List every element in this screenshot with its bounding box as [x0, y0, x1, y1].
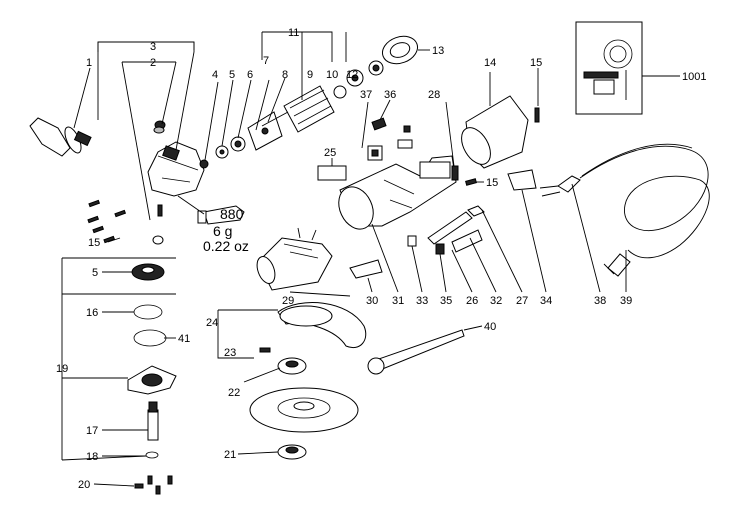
label-33: 33: [416, 295, 428, 307]
armature-bearing-parts: [346, 60, 384, 87]
bearing-cover-part: [382, 35, 418, 65]
label-5-left: 5: [92, 267, 98, 279]
label-25: 25: [324, 147, 336, 159]
label-12: 12: [346, 69, 358, 81]
grease-code-label: 880: [220, 206, 244, 222]
label-6: 6: [247, 69, 253, 81]
bearing-parts: [199, 136, 246, 169]
brush-holder-parts: [367, 117, 413, 161]
grease-weight-g-label: 6 g: [213, 223, 232, 239]
label-15-top: 15: [530, 57, 542, 69]
screws-part: [87, 199, 164, 245]
gear-head-housing-part: [147, 120, 205, 197]
label-10: 10: [326, 69, 338, 81]
label-2: 2: [150, 57, 156, 69]
inner-flange-part: [277, 357, 307, 375]
label-1001: 1001: [682, 71, 706, 83]
label-5: 5: [229, 69, 235, 81]
spindle-assembly-parts: [127, 263, 177, 495]
spanner-wrench-part: [367, 329, 465, 375]
label-35: 35: [440, 295, 452, 307]
inset-label-part: [575, 21, 643, 115]
label-34: 34: [540, 295, 552, 307]
label-38: 38: [594, 295, 606, 307]
switch-parts: [407, 205, 485, 255]
power-cable-part: [539, 143, 710, 277]
rear-cover-part: [461, 95, 529, 169]
label-21: 21: [224, 449, 236, 461]
label-15-mid: 15: [486, 177, 498, 189]
motor-housing-part: [338, 155, 457, 230]
label-11: 11: [288, 27, 299, 39]
grinding-wheel-part: [249, 387, 359, 433]
label-24: 24: [206, 317, 218, 329]
label-1: 1: [86, 57, 92, 69]
insulation-sheet-part: [349, 259, 383, 279]
label-14: 14: [484, 57, 496, 69]
label-17: 17: [86, 425, 98, 437]
grease-tube-part: 880: [197, 205, 245, 225]
label-15-left: 15: [88, 237, 100, 249]
label-23: 23: [224, 347, 236, 359]
label-41: 41: [178, 333, 190, 345]
label-39: 39: [620, 295, 632, 307]
label-29: 29: [282, 295, 294, 307]
label-18: 18: [86, 451, 98, 463]
label-9: 9: [307, 69, 313, 81]
label-4: 4: [212, 69, 218, 81]
stator-part: [256, 227, 333, 291]
label-3: 3: [150, 41, 156, 53]
label-plate-part: [317, 165, 347, 181]
label-37: 37: [360, 89, 372, 101]
armature-part: [261, 85, 347, 133]
label-8: 8: [282, 69, 288, 81]
label-27: 27: [516, 295, 528, 307]
label-7: 7: [263, 55, 269, 67]
side-handle-part: [29, 117, 92, 157]
label-26: 26: [466, 295, 478, 307]
label-16: 16: [86, 307, 98, 319]
label-31: 31: [392, 295, 404, 307]
screw-15b-part: [465, 178, 477, 186]
label-36: 36: [384, 89, 396, 101]
baffle-plate-part: [247, 111, 283, 151]
screw-15-part: [534, 107, 540, 123]
label-13: 13: [432, 45, 444, 57]
wheel-guard-part: [277, 302, 367, 348]
label-20: 20: [78, 479, 90, 491]
label-22: 22: [228, 387, 240, 399]
grease-weight-oz-label: 0.22 oz: [203, 238, 249, 254]
guard-screw-part: [259, 347, 271, 353]
label-28: 28: [428, 89, 440, 101]
part-number-labels: 3 1 2 4 5 6 7 8 9 10 11 12 13 14 15 1001…: [56, 27, 706, 491]
label-30: 30: [366, 295, 378, 307]
leader-lines: [61, 31, 680, 487]
clamping-nut-part: [277, 444, 307, 460]
label-40: 40: [484, 321, 496, 333]
label-32: 32: [490, 295, 502, 307]
switch-part-28: [451, 165, 459, 181]
label-19: 19: [56, 363, 68, 375]
cover-sheet-part-34: [507, 169, 537, 191]
